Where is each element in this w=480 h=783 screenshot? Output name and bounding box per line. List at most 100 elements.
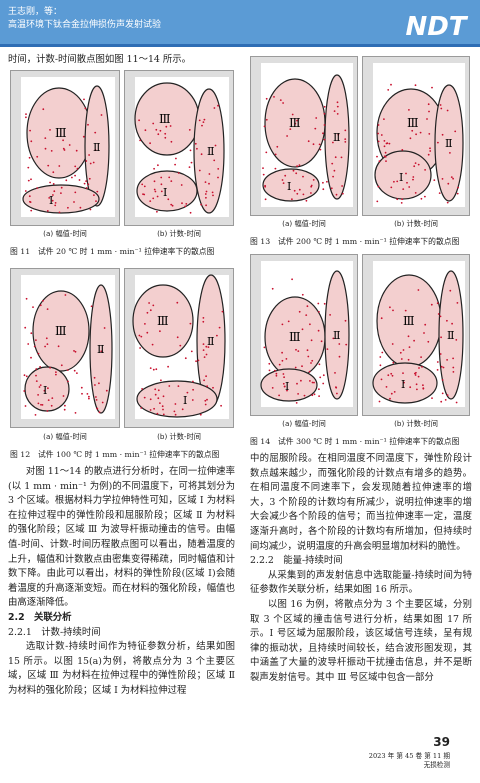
scatter-point bbox=[317, 302, 320, 305]
scatter-point bbox=[334, 372, 336, 374]
left-para-1: 对图 11～14 的散点进行分析时，在同一拉伸速率(以 1 mm · min⁻¹… bbox=[8, 466, 235, 609]
scatter-point bbox=[60, 364, 63, 367]
scatter-point bbox=[203, 356, 206, 358]
scatter-point bbox=[44, 147, 47, 150]
scatter-point bbox=[262, 167, 264, 169]
intro-line: 时间，计数-时间散点图如图 11～14 所示。 bbox=[8, 54, 191, 65]
scatter-point bbox=[154, 393, 157, 396]
scatter-point bbox=[221, 310, 224, 313]
scatter-point bbox=[322, 382, 325, 385]
scatter-point bbox=[217, 168, 220, 170]
section-2-2-heading: 2.2 关联分析 bbox=[8, 611, 72, 623]
scatter-point bbox=[188, 129, 191, 131]
region-1-ellipse bbox=[136, 170, 198, 212]
scatter-point bbox=[437, 141, 439, 144]
scatter-point bbox=[268, 369, 271, 372]
fig11b-label: (b) 计数-时间 bbox=[157, 229, 201, 238]
scatter-point bbox=[29, 129, 31, 132]
region-1-ellipse bbox=[22, 184, 100, 214]
scatter-point bbox=[41, 404, 44, 406]
label-region-1: Ⅰ bbox=[43, 384, 47, 397]
scatter-point bbox=[27, 343, 30, 345]
scatter-point bbox=[82, 135, 85, 138]
scatter-point bbox=[310, 192, 312, 194]
scatter-point bbox=[431, 86, 433, 89]
region-1-ellipse bbox=[136, 380, 218, 418]
scatter-point bbox=[83, 182, 86, 185]
right-para-1: 中的屈服阶段。在相同温度不同温度下，弹性阶段计数点越来越少，而强化阶段的计数点有… bbox=[250, 453, 472, 552]
scatter-point bbox=[57, 345, 60, 348]
scatter-point bbox=[202, 121, 205, 123]
scatter-point bbox=[446, 319, 448, 322]
scatter-point bbox=[402, 349, 405, 351]
scatter-point bbox=[189, 211, 192, 214]
scatter-point bbox=[202, 317, 205, 319]
scatter-point bbox=[447, 182, 450, 185]
scatter-point bbox=[442, 366, 445, 369]
scatter-point bbox=[208, 182, 210, 185]
scatter-point bbox=[309, 380, 311, 382]
scatter-point bbox=[35, 368, 38, 370]
scatter-point bbox=[146, 311, 149, 314]
scatter-point bbox=[78, 179, 81, 181]
scatter-point bbox=[40, 403, 42, 406]
right-column-body: 中的屈服阶段。在相同温度不同温度下，弹性阶段计数点越来越少，而强化阶段的计数点有… bbox=[250, 452, 472, 686]
scatter-point bbox=[271, 287, 274, 290]
footer-journal-name: 无损检测 bbox=[423, 761, 450, 769]
scatter-point bbox=[55, 373, 57, 376]
scatter-point bbox=[206, 385, 208, 388]
scatter-point bbox=[301, 328, 304, 331]
scatter-point bbox=[417, 163, 420, 166]
fig11a-plot: Ⅲ Ⅱ Ⅰ bbox=[10, 70, 120, 226]
scatter-point bbox=[27, 179, 30, 182]
scatter-point bbox=[93, 194, 95, 196]
scatter-point bbox=[377, 185, 380, 188]
label-region-2: Ⅱ bbox=[333, 131, 340, 144]
scatter-point bbox=[53, 190, 56, 193]
scatter-point bbox=[25, 375, 28, 378]
scatter-point bbox=[423, 332, 425, 334]
scatter-point bbox=[390, 392, 393, 395]
scatter-point bbox=[392, 309, 394, 312]
scatter-point bbox=[323, 124, 326, 126]
scatter-point bbox=[179, 344, 182, 347]
scatter-point bbox=[181, 408, 184, 411]
scatter-point bbox=[422, 387, 425, 390]
scatter-point bbox=[281, 359, 284, 362]
label-region-2: Ⅱ bbox=[207, 335, 214, 348]
scatter-point bbox=[441, 392, 444, 395]
scatter-point bbox=[73, 369, 76, 372]
scatter-point bbox=[37, 352, 40, 355]
label-region-3: Ⅲ bbox=[157, 314, 169, 328]
scatter-point bbox=[298, 188, 301, 191]
scatter-point bbox=[189, 322, 192, 325]
scatter-point bbox=[34, 414, 37, 416]
scatter-point bbox=[421, 366, 423, 368]
scatter-point bbox=[47, 164, 50, 167]
fig12b-label: (b) 计数-时间 bbox=[157, 432, 201, 441]
scatter-point bbox=[74, 165, 77, 168]
scatter-point bbox=[333, 110, 336, 112]
scatter-point bbox=[336, 392, 338, 395]
scatter-point bbox=[404, 309, 407, 312]
scatter-point bbox=[414, 374, 417, 376]
scatter-point bbox=[287, 320, 290, 323]
scatter-point bbox=[23, 390, 26, 392]
scatter-point bbox=[263, 125, 266, 128]
scatter-point bbox=[195, 360, 197, 363]
scatter-point bbox=[318, 395, 320, 397]
scatter-point bbox=[265, 118, 268, 121]
scatter-point bbox=[305, 314, 308, 316]
scatter-point bbox=[400, 202, 403, 204]
scatter-point bbox=[322, 181, 324, 184]
scatter-point bbox=[100, 114, 103, 116]
scatter-point bbox=[311, 394, 314, 397]
scatter-point bbox=[456, 302, 459, 304]
scatter-point bbox=[202, 320, 205, 323]
scatter-point bbox=[95, 399, 98, 401]
scatter-point bbox=[295, 348, 297, 351]
scatter-point bbox=[281, 179, 284, 181]
scatter-point bbox=[377, 140, 380, 143]
scatter-point bbox=[60, 186, 63, 189]
scatter-point bbox=[454, 130, 457, 133]
